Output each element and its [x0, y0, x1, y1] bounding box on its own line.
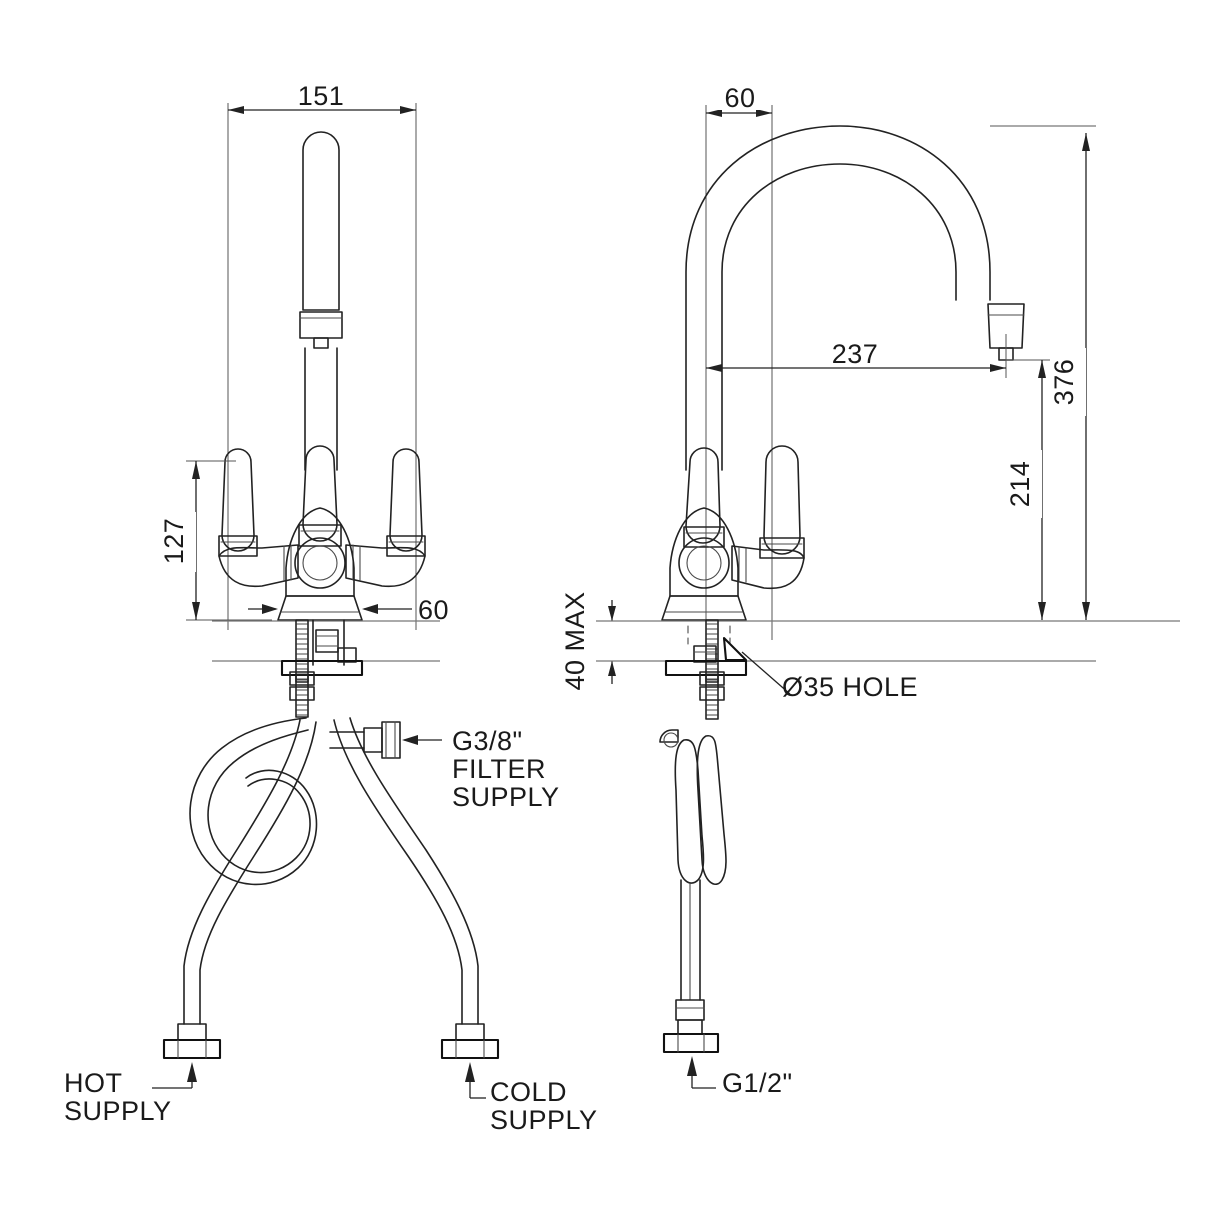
side-spout [685, 125, 1025, 471]
front-handle-left [218, 448, 299, 588]
annotation-g-half: G1/2" [687, 1056, 793, 1098]
hole-label: Ø35 HOLE [782, 672, 918, 702]
front-worktop-lines [212, 620, 440, 662]
dimension-overall-height: 376 [990, 125, 1096, 620]
front-cold-supply-hose [333, 717, 500, 1060]
hot-supply-line1: HOT [64, 1068, 123, 1098]
side-view: 60 237 [560, 83, 1180, 1098]
dimension-spout-offset: 60 [705, 83, 773, 640]
annotation-hole: Ø35 HOLE [741, 651, 918, 702]
annotation-hot-supply: HOT SUPPLY [64, 1062, 197, 1126]
front-mounting-hardware [280, 619, 364, 718]
hot-supply-line2: SUPPLY [64, 1096, 172, 1126]
front-filter-hose-coil [189, 717, 318, 886]
annotation-filter-supply: G3/8" FILTER SUPPLY [402, 726, 560, 812]
dim-label-127: 127 [159, 518, 189, 565]
side-body [661, 507, 747, 621]
dim-label-214: 214 [1005, 461, 1035, 508]
side-filter-hose [659, 729, 727, 885]
side-supply-hose [662, 879, 720, 1054]
cold-supply-line1: COLD [490, 1077, 567, 1107]
dimension-handle-height: 127 [159, 460, 272, 621]
side-worktop-lines [596, 620, 1180, 662]
g-half-label: G1/2" [722, 1068, 793, 1098]
front-view: 151 [64, 81, 598, 1135]
filter-supply-line1: G3/8" [452, 726, 523, 756]
dim-label-60-side: 60 [724, 83, 755, 113]
front-spout [299, 131, 343, 471]
dim-label-376: 376 [1049, 359, 1079, 406]
filter-supply-line2: FILTER [452, 754, 546, 784]
dimension-base-width: 60 [248, 595, 449, 625]
dim-label-151: 151 [298, 81, 345, 111]
dim-label-60-front: 60 [418, 595, 449, 625]
dimension-worktop-thickness: 40 MAX [560, 588, 670, 698]
dim-label-40-max: 40 MAX [560, 591, 590, 690]
dimension-spout-height: 214 [1005, 359, 1050, 620]
side-mounting-hardware [664, 619, 748, 720]
front-handle-centre [298, 445, 342, 547]
dimension-spout-reach: 237 [706, 334, 1007, 378]
cold-supply-line2: SUPPLY [490, 1105, 598, 1135]
front-filter-connector [329, 721, 401, 759]
filter-supply-line3: SUPPLY [452, 782, 560, 812]
front-hot-supply-hose [162, 719, 317, 1060]
dim-label-237: 237 [832, 339, 879, 369]
dimension-overall-width: 151 [227, 81, 417, 630]
front-handle-right [345, 448, 426, 588]
side-handle-rear [731, 445, 805, 590]
front-body [277, 507, 363, 621]
side-handle-front [683, 447, 725, 548]
annotation-cold-supply: COLD SUPPLY [465, 1062, 598, 1135]
